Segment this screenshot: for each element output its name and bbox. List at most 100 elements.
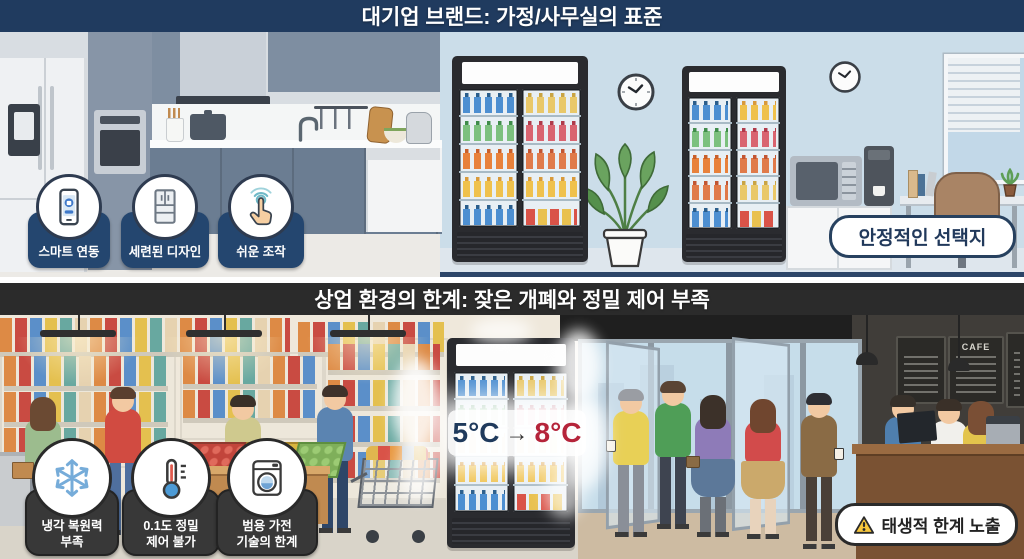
- dishwasher: [366, 148, 442, 232]
- cooler-base-vent: [457, 232, 583, 258]
- badge-label: 냉각 복원력 부족: [17, 518, 127, 551]
- top-title-bar: 대기업 브랜드: 가정/사무실의 표준: [0, 0, 1024, 32]
- badge-label: 범용 가전 기술의 한계: [208, 518, 326, 551]
- desk-succulent: [1000, 168, 1020, 197]
- cold-air-steam: [398, 438, 438, 500]
- cooler-sign-panel: [689, 71, 779, 93]
- smartphone-icon: [59, 188, 79, 226]
- head: [660, 381, 686, 406]
- fridge-handle-left: [38, 86, 42, 170]
- head: [30, 397, 56, 431]
- head: [618, 389, 644, 414]
- inherent-limit-tag: 태생적 한계 노출: [835, 503, 1018, 546]
- office-window: [944, 54, 1024, 184]
- book-2: [918, 174, 925, 196]
- cold-air-steam: [556, 330, 602, 402]
- pos-monitor: [896, 410, 938, 444]
- pendant-lamp-2: [948, 358, 970, 371]
- inherent-limit-label: 태생적 한계 노출: [881, 517, 1001, 536]
- potted-plant: [583, 142, 669, 268]
- dishwasher-controls: [366, 148, 440, 160]
- feature-badge-easy-use: 쉬운 조작: [218, 174, 304, 268]
- torso: [655, 403, 691, 457]
- cooler-base-vent: [686, 233, 782, 259]
- legs: [750, 499, 776, 539]
- person-customer-yellow: [606, 389, 650, 537]
- temp-arrow-icon: →: [505, 419, 529, 446]
- badge-circle: [132, 174, 198, 240]
- sink-faucet: [298, 116, 319, 142]
- badge-label: 세련된 디자인: [128, 245, 202, 259]
- electric-kettle: [406, 112, 432, 144]
- person-customer-coat: [800, 393, 844, 541]
- cooler-sign-panel: [455, 344, 567, 367]
- oven-controls: [100, 116, 140, 124]
- microwave: [790, 156, 862, 206]
- legs: [660, 457, 686, 529]
- badge-label-line2: 부족: [60, 534, 84, 549]
- snowflake-icon: [55, 459, 89, 497]
- ice-dispenser-slot: [14, 112, 34, 140]
- microwave-door: [796, 162, 838, 200]
- temp-from: 5°C: [452, 417, 500, 448]
- head: [700, 395, 726, 429]
- badge-circle: [32, 438, 112, 518]
- feature-badge-design: 세련된 디자인: [121, 174, 209, 268]
- thermometer-icon: [162, 458, 186, 499]
- handbag: [686, 456, 700, 468]
- cafe-counter-top: [852, 444, 1024, 454]
- ceiling-light-3: [306, 315, 430, 385]
- cooler-doors: [459, 88, 581, 227]
- bottom-title: 상업 환경의 한계: 잦은 개폐와 정밀 제어 부족: [314, 289, 710, 312]
- upper-cabinet-left: [152, 32, 180, 104]
- bottom-title-bar: 상업 환경의 한계: 잦은 개폐와 정밀 제어 부족: [0, 283, 1024, 315]
- cafe-menu-board-left: [896, 336, 946, 404]
- limit-badge-cooling: 냉각 복원력 부족: [25, 438, 119, 556]
- torso: [105, 409, 141, 463]
- utensil-rail: [314, 106, 368, 109]
- torso: [613, 411, 649, 465]
- wall-clock-1: [617, 73, 655, 111]
- fridge-handle-right: [50, 86, 54, 170]
- panel-divider: [0, 277, 1024, 283]
- cafe-menu-board-right: [1006, 332, 1024, 408]
- coffee-machine: [864, 146, 894, 206]
- range-hood: [180, 32, 266, 98]
- pot-lid-knob: [204, 110, 212, 115]
- cold-air-steam: [392, 358, 440, 450]
- cafe-sign: CAFE: [961, 342, 991, 352]
- badge-circle: [227, 438, 307, 518]
- cooler-door-right: [522, 88, 581, 227]
- person-customer-purple: [686, 395, 735, 537]
- cooking-pot: [190, 114, 226, 140]
- office-cooler-small: [682, 66, 786, 262]
- legs: [806, 477, 832, 541]
- ceiling-light-2: [162, 315, 286, 385]
- person-customer-green: [654, 381, 692, 529]
- cooler-door-left: [687, 97, 732, 229]
- hanging-utensils: [320, 109, 362, 129]
- badge-circle: [36, 174, 102, 240]
- temp-to: 8°C: [534, 417, 582, 448]
- wall-clock-2: [829, 61, 861, 93]
- badge-label: 스마트 연동: [38, 245, 100, 259]
- badge-label-line1: 냉각 복원력: [41, 518, 103, 533]
- stable-choice-label: 안정적인 선택지: [858, 228, 987, 249]
- refrigerator-icon: [154, 189, 176, 224]
- oven-window: [100, 130, 140, 166]
- coffee-cup: [834, 448, 844, 460]
- upper-cabinet-right: [268, 32, 440, 92]
- head: [750, 399, 776, 433]
- utensil-sticks: [168, 108, 180, 118]
- stable-choice-tag: 안정적인 선택지: [829, 215, 1016, 258]
- coffee-cup: [873, 186, 885, 196]
- badge-label-line2: 제어 불가: [146, 534, 196, 549]
- person-customer-red: [741, 399, 785, 539]
- skirt: [741, 461, 785, 499]
- legs: [700, 497, 726, 537]
- cooler-door-left: [459, 88, 518, 227]
- lamp-wire-1: [866, 315, 868, 353]
- utensil-crock: [166, 118, 184, 142]
- head: [230, 395, 256, 420]
